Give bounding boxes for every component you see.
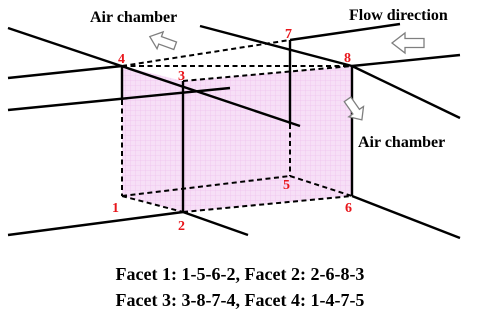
vertex-label-2: 2 <box>178 219 185 234</box>
air-chamber-right-label: Air chamber <box>358 134 445 151</box>
solid-lines <box>7 22 461 240</box>
arrow-up-left-icon <box>148 30 178 51</box>
facet-caption-line-2: Facet 3: 3-8-7-4, Facet 4: 1-4-7-5 <box>115 290 365 310</box>
flow-direction-label: Flow direction <box>349 7 448 24</box>
shaded-facet-region <box>122 66 352 212</box>
dashed-cell-edges <box>121 39 353 213</box>
arrow-down-right-icon <box>343 96 365 121</box>
arrow-left-icon <box>390 31 425 55</box>
vertex-label-6: 6 <box>345 201 352 216</box>
vertex-label-8: 8 <box>344 51 351 66</box>
vertex-label-5: 5 <box>283 178 290 193</box>
vertex-label-1: 1 <box>112 201 119 216</box>
facet-caption-line-1: Facet 1: 1-5-6-2, Facet 2: 2-6-8-3 <box>115 264 365 284</box>
vertex-label-7: 7 <box>285 27 292 42</box>
vertex-label-4: 4 <box>118 52 125 67</box>
air-chamber-top-label: Air chamber <box>90 9 177 26</box>
vertex-label-3: 3 <box>178 69 185 84</box>
